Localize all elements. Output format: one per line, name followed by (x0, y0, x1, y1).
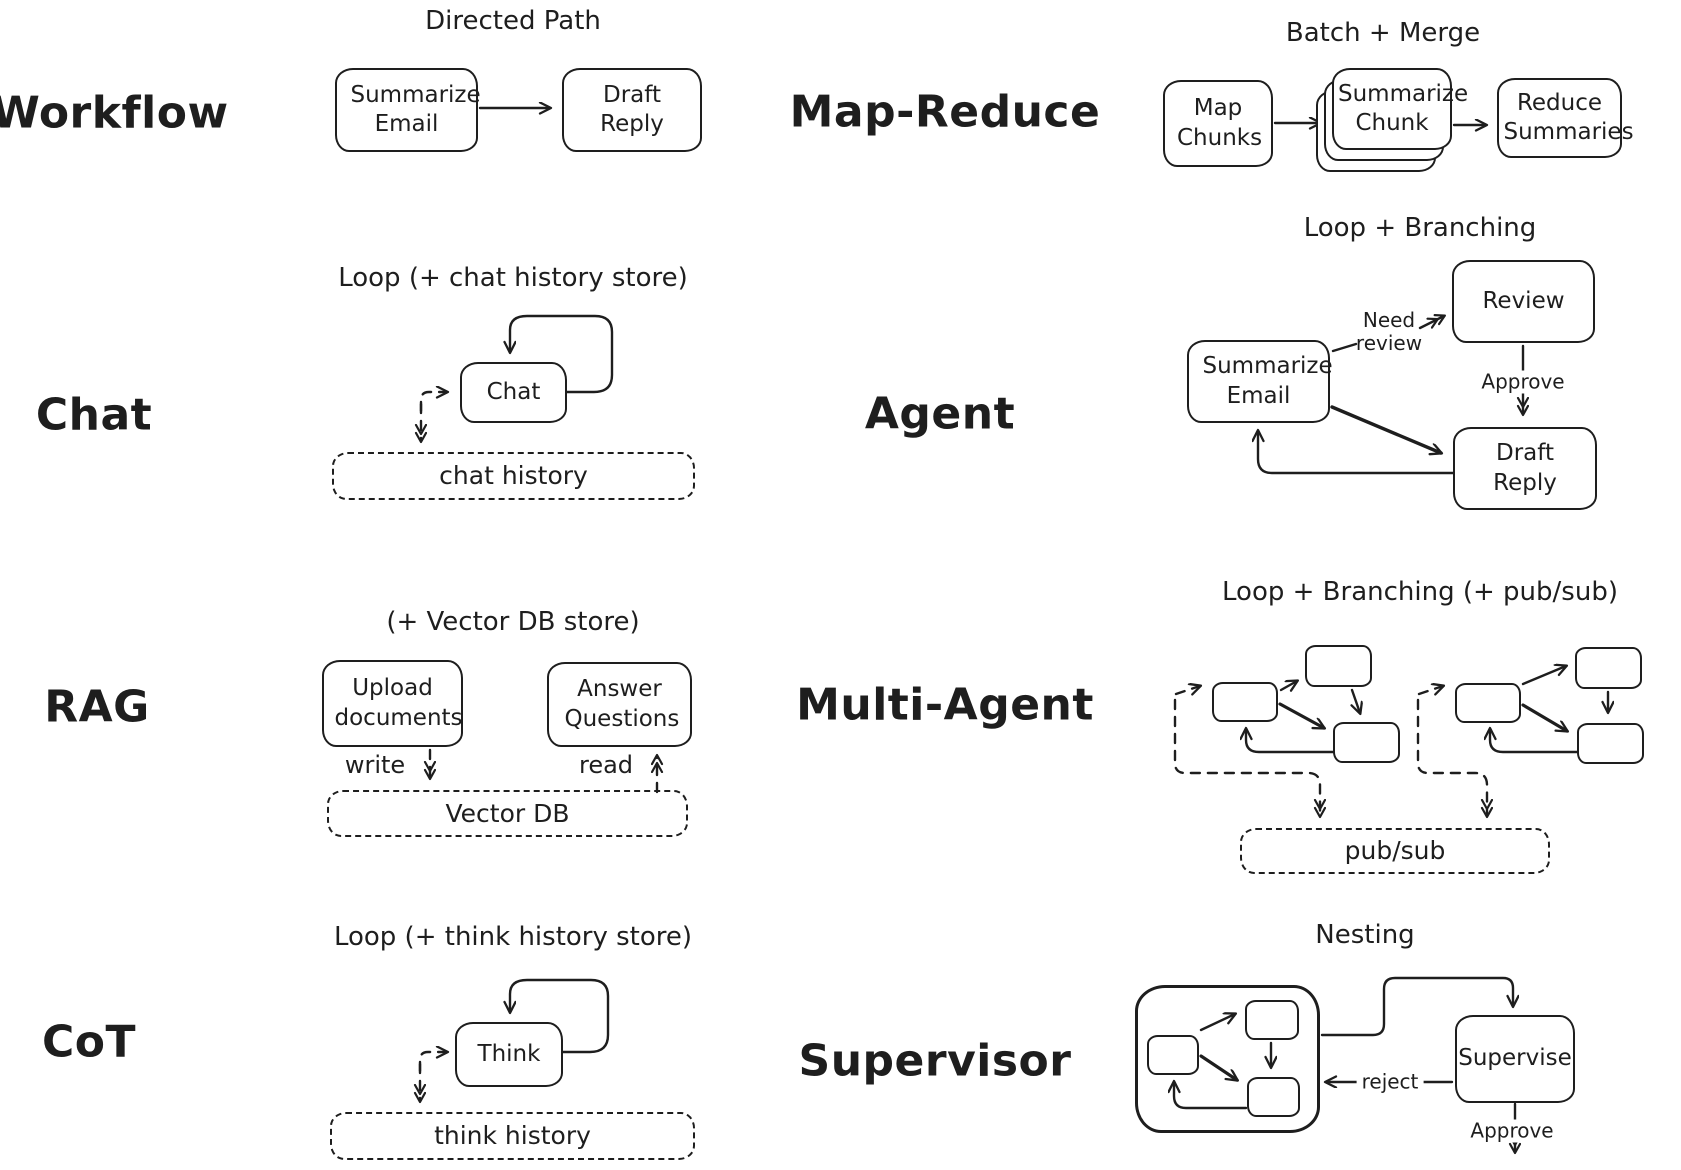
edge-cot-store-to-think (418, 1052, 447, 1073)
node-label: Summarize Email (350, 81, 481, 137)
title-multi-agent: Loop + Branching (+ pub/sub) (1222, 577, 1618, 607)
edge-ma1-pubsub-drop (1173, 698, 1320, 816)
node-ma2-left (1455, 683, 1521, 723)
node-ma1-bottom (1333, 722, 1400, 763)
edge-agent-needreview-tick (1331, 342, 1358, 353)
edge-label-supervisor-approve: Approve (1465, 1119, 1559, 1143)
node-label: Review (1482, 287, 1565, 314)
edge-agent-draft-return-summarize (1258, 431, 1455, 475)
node-label: Draft Reply (600, 81, 664, 137)
node-workflow-summarize-email: Summarize Email (335, 68, 481, 152)
edge-agent-summarize-to-draft (1330, 405, 1441, 453)
node-label: Reduce Summaries (1503, 89, 1634, 145)
node-sup-bottom (1247, 1077, 1300, 1117)
node-rag-answer-questions: Answer Questions (547, 662, 692, 747)
title-supervisor: Nesting (1315, 920, 1415, 950)
title-chat: Loop (+ chat history store) (338, 263, 688, 293)
edge-sup-return (1174, 1082, 1248, 1110)
node-label: Vector DB (445, 798, 570, 828)
edge-ma1-left-to-top (1279, 681, 1297, 690)
node-ma1-left (1212, 682, 1278, 722)
title-workflow: Directed Path (425, 6, 601, 36)
edge-ma1-return (1246, 729, 1335, 754)
node-sup-top (1245, 1000, 1299, 1040)
node-workflow-draft-reply: Draft Reply (562, 68, 702, 152)
section-label-map-reduce: Map-Reduce (789, 86, 1101, 138)
edge-ma1-top-to-bottom (1352, 688, 1360, 713)
node-pubsub-store: pub/sub (1240, 828, 1550, 874)
node-supervise: Supervise (1455, 1015, 1575, 1103)
edge-ma2-pubsub-in (1417, 686, 1443, 694)
edge-label-reject: reject (1356, 1070, 1424, 1094)
node-agent-draft-reply: Draft Reply (1453, 427, 1597, 510)
edge-ma2-left-to-top (1521, 666, 1566, 686)
edge-label-need-review: Need review (1355, 308, 1423, 355)
title-rag: (+ Vector DB store) (386, 607, 640, 637)
edge-ma2-return (1490, 729, 1579, 754)
node-label: Draft Reply (1493, 440, 1557, 496)
node-mapreduce-summarize-chunk: Summarize Chunk (1332, 68, 1469, 150)
node-think-history-store: think history (330, 1112, 695, 1160)
edge-ma1-pubsub-in (1174, 686, 1200, 694)
edge-sup-left-to-bottom (1199, 1054, 1237, 1080)
node-ma1-top (1305, 645, 1372, 687)
node-chat-history-store: chat history (332, 452, 695, 500)
node-label: think history (434, 1121, 591, 1150)
section-label-rag: RAG (44, 681, 150, 733)
edge-agent-needreview-arrow (1418, 316, 1444, 330)
node-label: Answer Questions (564, 676, 680, 732)
node-cot-think: Think (455, 1022, 563, 1087)
edge-sup-container-to-supervise (1320, 976, 1513, 1037)
node-label: chat history (439, 461, 588, 490)
edge-chat-store-to-chat (419, 392, 447, 413)
node-mapreduce-map-chunks: Map Chunks (1163, 80, 1273, 167)
node-label: pub/sub (1344, 836, 1446, 865)
node-label: Summarize Email (1202, 353, 1333, 409)
edge-ma2-pubsub-drop (1416, 698, 1487, 816)
section-label-supervisor: Supervisor (798, 1035, 1072, 1087)
title-agent: Loop + Branching (1303, 213, 1537, 243)
section-label-multi-agent: Multi-Agent (796, 679, 1094, 731)
node-chat: Chat (460, 362, 567, 423)
edge-sup-left-to-top (1199, 1014, 1235, 1032)
node-label: Upload documents (334, 675, 463, 731)
node-ma2-top (1575, 647, 1642, 689)
node-label: Map Chunks (1177, 95, 1263, 151)
edge-chat-self-loop (510, 314, 614, 394)
node-agent-review: Review (1452, 260, 1595, 343)
edge-ma1-left-to-bottom (1278, 702, 1324, 728)
title-cot: Loop (+ think history store) (333, 922, 693, 952)
section-label-cot: CoT (41, 1016, 137, 1068)
node-ma2-bottom (1577, 723, 1644, 764)
node-label: Think (477, 1040, 541, 1067)
node-label: Supervise (1458, 1045, 1572, 1072)
title-map-reduce: Batch + Merge (1285, 18, 1481, 48)
node-label: Summarize Chunk (1338, 80, 1469, 136)
node-supervisor-container (1135, 985, 1320, 1133)
edge-label-write: write (344, 751, 406, 780)
edge-label-read: read (578, 751, 634, 780)
node-sup-left (1147, 1035, 1199, 1075)
node-agent-summarize-email: Summarize Email (1187, 340, 1333, 423)
edge-cot-self-loop (510, 978, 610, 1054)
section-label-chat: Chat (35, 389, 153, 441)
node-mapreduce-reduce-summaries: Reduce Summaries (1497, 78, 1634, 158)
node-rag-upload-documents: Upload documents (322, 660, 463, 747)
section-label-agent: Agent (864, 388, 1016, 440)
section-label-workflow: Workflow (0, 87, 229, 139)
edge-label-approve: Approve (1476, 370, 1570, 394)
node-rag-vector-db-store: Vector DB (327, 790, 688, 837)
edge-ma2-left-to-bottom (1521, 703, 1567, 731)
node-label: Chat (486, 378, 541, 405)
